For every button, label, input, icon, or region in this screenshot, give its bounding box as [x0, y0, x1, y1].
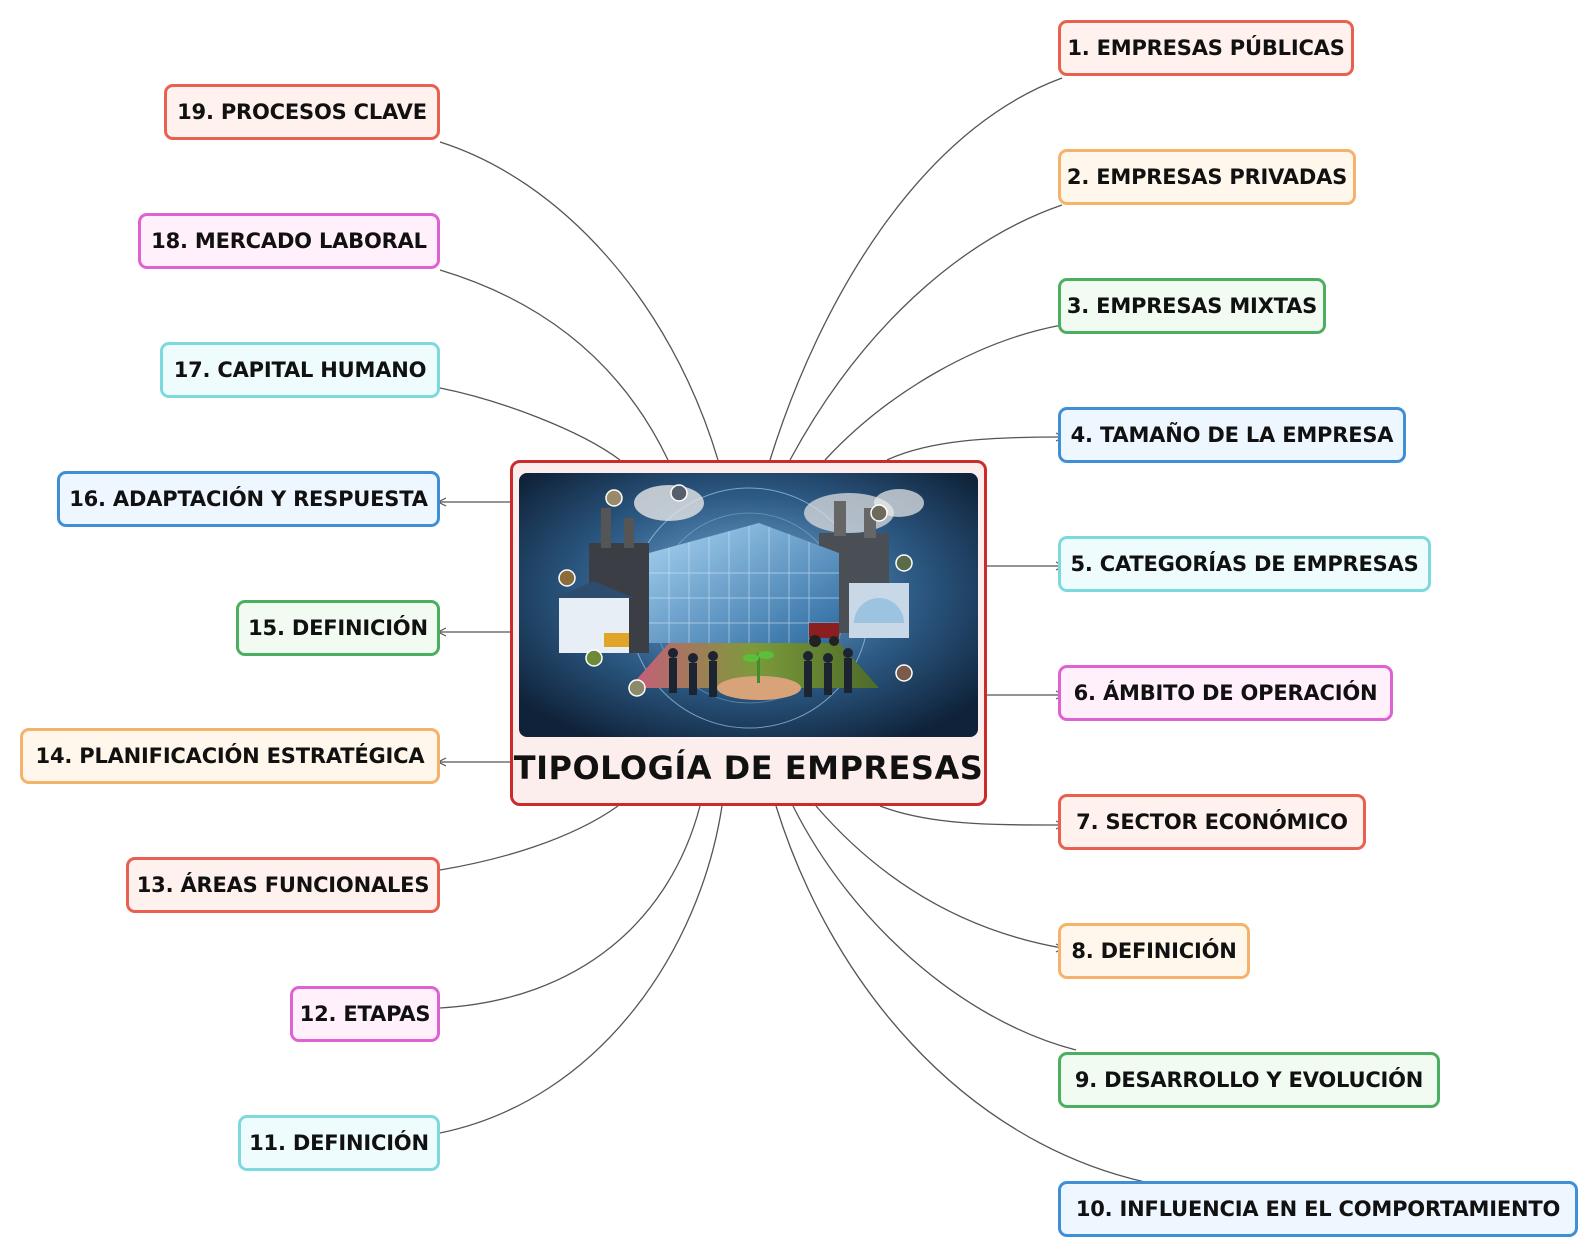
node-empresas-privadas[interactable]: 2. EMPRESAS PRIVADAS	[1058, 149, 1356, 205]
node-mercado-laboral[interactable]: 18. MERCADO LABORAL	[138, 213, 440, 269]
central-topic-image	[519, 473, 978, 737]
connector-n2	[789, 204, 1063, 461]
connector-n17	[439, 387, 621, 461]
node-ambito-operacion[interactable]: 6. ÁMBITO DE OPERACIÓN	[1058, 665, 1393, 721]
node-procesos-clave[interactable]: 19. PROCESOS CLAVE	[164, 84, 440, 140]
connector-n1	[769, 77, 1063, 461]
node-definicion-15[interactable]: 15. DEFINICIÓN	[236, 600, 440, 656]
node-empresas-mixtas[interactable]: 3. EMPRESAS MIXTAS	[1058, 278, 1326, 334]
connector-n13	[439, 805, 619, 871]
connector-n10	[775, 805, 1146, 1183]
business-collage-picture	[519, 473, 978, 737]
connector-n4	[886, 436, 1063, 461]
node-empresas-publicas[interactable]: 1. EMPRESAS PÚBLICAS	[1058, 20, 1354, 76]
connector-n19	[439, 141, 719, 461]
connector-n12	[439, 805, 701, 1009]
connector-n8	[815, 805, 1063, 949]
node-tamano-empresa[interactable]: 4. TAMAÑO DE LA EMPRESA	[1058, 407, 1406, 463]
node-influencia-comportamiento[interactable]: 10. INFLUENCIA EN EL COMPORTAMIENTO	[1058, 1181, 1578, 1237]
node-definicion-11[interactable]: 11. DEFINICIÓN	[238, 1115, 440, 1171]
central-topic-title: TIPOLOGÍA DE EMPRESAS	[513, 749, 984, 787]
node-desarrollo-evolucion[interactable]: 9. DESARROLLO Y EVOLUCIÓN	[1058, 1052, 1440, 1108]
node-definicion-8[interactable]: 8. DEFINICIÓN	[1058, 923, 1250, 979]
node-areas-funcionales[interactable]: 13. ÁREAS FUNCIONALES	[126, 857, 440, 913]
connector-n7	[879, 805, 1063, 826]
node-categorias-empresas[interactable]: 5. CATEGORÍAS DE EMPRESAS	[1058, 536, 1431, 592]
connector-n18	[439, 269, 669, 461]
connector-n11	[439, 805, 723, 1134]
node-sector-economico[interactable]: 7. SECTOR ECONÓMICO	[1058, 794, 1366, 850]
node-planificacion-estrategica[interactable]: 14. PLANIFICACIÓN ESTRATÉGICA	[20, 728, 440, 784]
central-topic[interactable]: TIPOLOGÍA DE EMPRESAS	[510, 460, 987, 806]
node-adaptacion-respuesta[interactable]: 16. ADAPTACIÓN Y RESPUESTA	[57, 471, 440, 527]
node-capital-humano[interactable]: 17. CAPITAL HUMANO	[160, 342, 440, 398]
connector-n9	[792, 805, 1077, 1051]
connector-n3	[824, 324, 1063, 461]
node-etapas[interactable]: 12. ETAPAS	[290, 986, 440, 1042]
